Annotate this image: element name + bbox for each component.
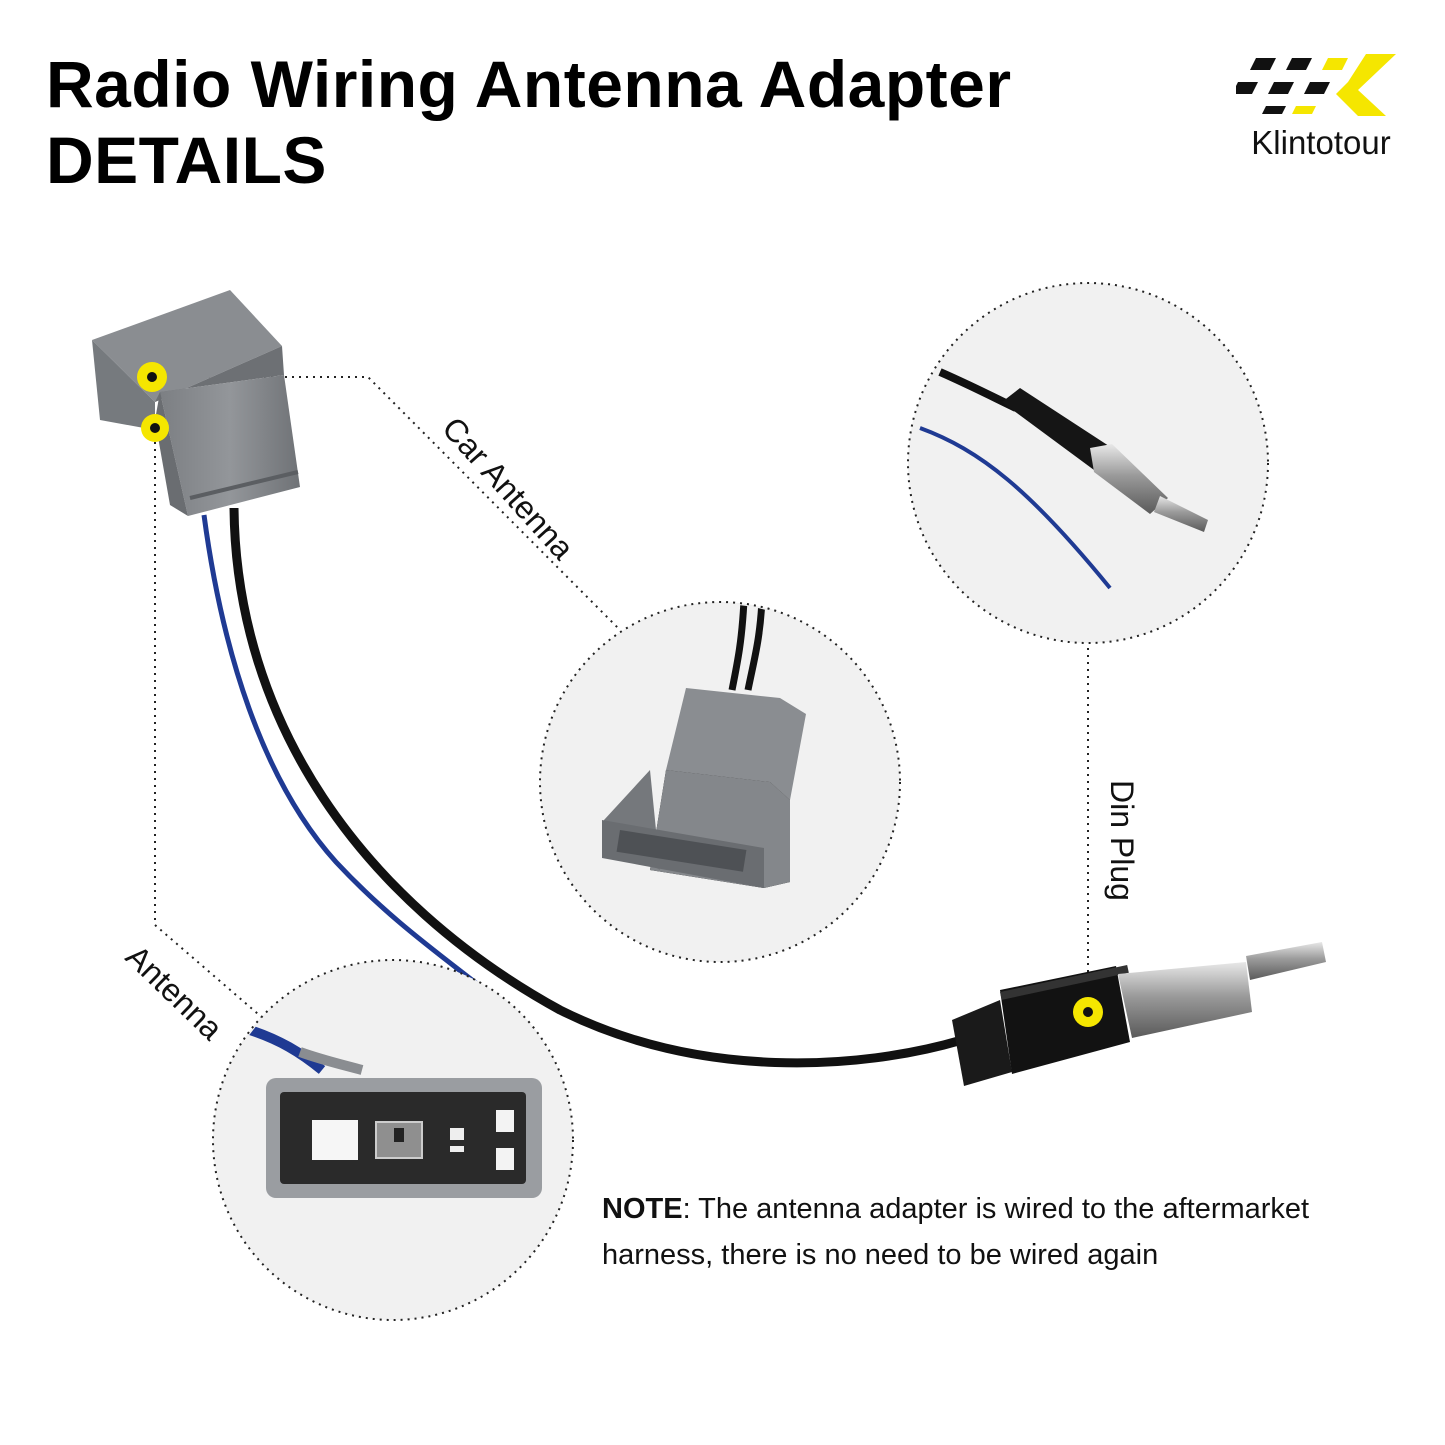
antenna-detail — [212, 959, 574, 1321]
blue-wire — [201, 514, 497, 1000]
note-body: : The antenna adapter is wired to the af… — [602, 1193, 1310, 1271]
black-wire — [229, 507, 964, 1068]
din-plug-main — [952, 942, 1326, 1086]
car-antenna-detail — [539, 601, 901, 963]
brand-name: Klintotour — [1251, 124, 1391, 161]
title-line-2: DETAILS — [46, 123, 327, 197]
connector-markers — [137, 362, 169, 442]
brand-logo: Klintotour — [1232, 50, 1406, 170]
note-text: NOTE: The antenna adapter is wired to th… — [602, 1186, 1402, 1278]
page-title: Radio Wiring Antenna Adapter DETAILS — [46, 46, 1012, 198]
main-connector — [92, 290, 300, 516]
note-label: NOTE — [602, 1193, 683, 1225]
checkered-k-logo-icon — [1232, 54, 1396, 116]
title-line-1: Radio Wiring Antenna Adapter — [46, 47, 1012, 121]
callout-din-plug: Din Plug — [1104, 780, 1140, 901]
din-plug-detail — [907, 282, 1269, 644]
